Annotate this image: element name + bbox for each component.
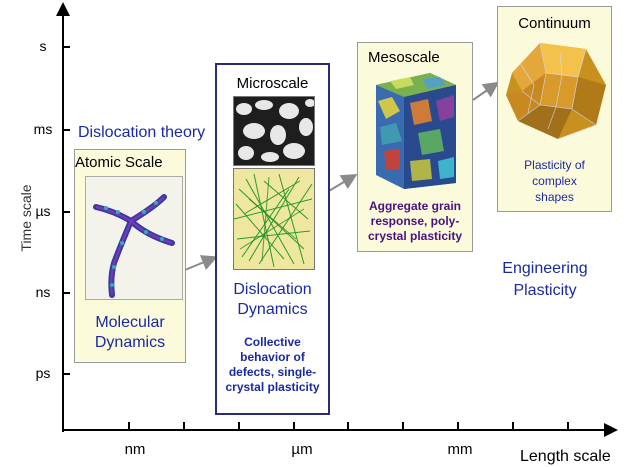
atomic-scale-title: Atomic Scale	[75, 154, 163, 171]
micro-method-label: Dislocation Dynamics	[217, 280, 328, 320]
dynamics-text: Dynamics	[237, 301, 308, 318]
atomic-scale-box: Atomic Scale Molecular Dynamics	[74, 149, 186, 363]
x-tick-label-nm: nm	[124, 441, 146, 458]
dislocation-lines-icon	[234, 169, 314, 269]
atomic-structure-image	[85, 176, 183, 300]
microscale-title: Microscale	[236, 75, 309, 92]
mesoscale-title: Mesoscale	[368, 49, 440, 66]
grain-cube-icon	[376, 73, 456, 189]
y-tick	[62, 292, 70, 294]
microscale-box: Microscale Disl	[215, 63, 330, 415]
y-tick-label-s: s	[39, 38, 47, 54]
engineering-text: Engineering	[502, 260, 588, 277]
x-tick	[238, 422, 240, 430]
dislocation-text: Dislocation	[233, 281, 312, 298]
y-tick	[62, 129, 70, 131]
x-tick-label-um: µm	[291, 441, 313, 458]
microstructure-texture-icon	[234, 97, 314, 165]
x-tick-label-mm: mm	[447, 441, 473, 458]
molecular-network-icon	[93, 194, 175, 298]
x-tick	[183, 422, 185, 430]
x-tick	[347, 422, 349, 430]
dynamics-text: Dynamics	[94, 334, 166, 351]
engineering-plasticity-label: Engineering Plasticity	[490, 258, 600, 302]
polycrystal-cube-image	[370, 71, 460, 189]
deformed-polyhedron-icon	[506, 42, 606, 140]
y-axis-arrow	[56, 2, 70, 16]
dislocation-theory-label: Dislocation theory	[78, 124, 206, 141]
continuum-title: Continuum	[518, 15, 591, 32]
x-tick	[402, 422, 404, 430]
y-tick-label-us: µs	[35, 203, 51, 219]
y-tick-label-ns: ns	[35, 284, 51, 300]
y-tick	[62, 46, 70, 48]
x-axis	[62, 429, 607, 431]
x-tick	[128, 422, 130, 430]
micro-description: Collective behavior of defects, single- …	[225, 335, 320, 394]
continuum-shape-image	[500, 33, 610, 143]
y-tick-label-ms: ms	[33, 121, 53, 137]
atomic-method-label: Molecular Dynamics	[75, 313, 185, 353]
x-tick	[512, 422, 514, 430]
x-axis-title: Length scale	[520, 448, 611, 465]
meso-description: Aggregate grain response, poly- crystal …	[367, 199, 463, 243]
molecular-text: Molecular	[95, 314, 165, 331]
y-tick	[62, 211, 70, 213]
y-tick	[62, 373, 70, 375]
microstructure-image	[233, 96, 315, 166]
x-axis-arrow	[604, 423, 618, 437]
arrow-meso-to-continuum	[472, 81, 500, 101]
mesoscale-box: Mesoscale Aggregate grain response, poly…	[357, 42, 473, 252]
x-tick	[567, 422, 569, 430]
continuum-description: Plasticity of complex shapes	[524, 158, 585, 204]
y-axis	[62, 12, 64, 432]
y-tick-label-ps: ps	[35, 365, 51, 381]
plasticity-text: Plasticity	[513, 282, 577, 299]
x-tick	[457, 422, 459, 430]
dislocation-cube-image	[233, 168, 315, 270]
x-tick	[293, 422, 295, 430]
continuum-box: Continuum Plasticity of complex shapes	[497, 6, 612, 212]
